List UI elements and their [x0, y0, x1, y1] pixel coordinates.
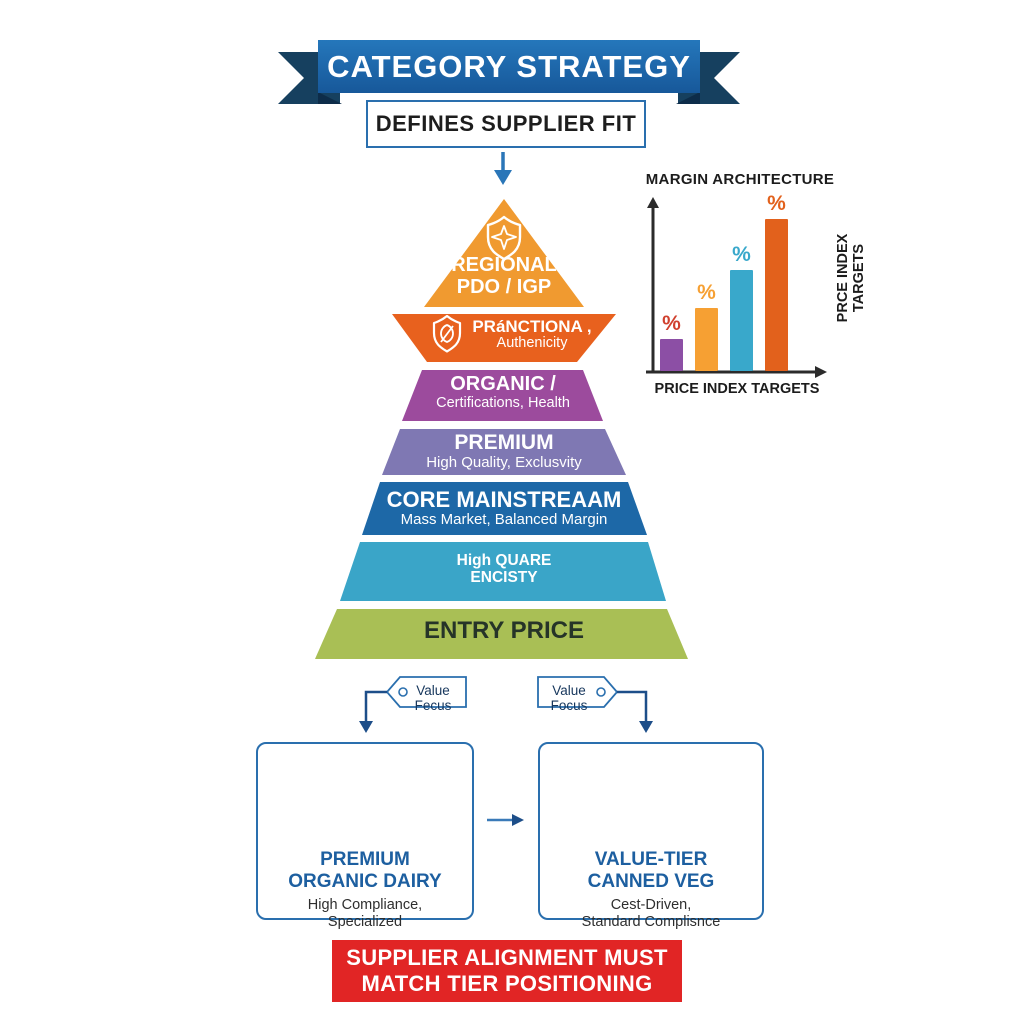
tier-high-quality: High QUARE ENCISTY	[384, 552, 624, 586]
chart-y-arrow	[647, 197, 659, 208]
value-tag-right-label: Value Focus	[550, 683, 588, 713]
tier-premium-subtitle: High Quality, Exclusvity	[426, 453, 582, 471]
bar-value-label: %	[732, 243, 751, 266]
tier-entry-title: ENTRY PRICE	[423, 617, 585, 644]
tier-shape-core	[362, 482, 647, 535]
card-left-text: PREMIUM ORGANIC DAIRY High Compliance, S…	[258, 849, 472, 931]
tier-shape-premium	[382, 429, 626, 475]
tier-core-title: CORE MAINSTREAAM	[386, 487, 622, 512]
tier-functional-title: PRáNCTIONA ,	[472, 317, 592, 336]
tier-entry: ENTRY PRICE	[384, 618, 624, 644]
tier-core-subtitle: Mass Market, Balanced Margin	[400, 510, 608, 528]
card-left-sub-line2: Specialized	[327, 914, 403, 931]
card-right-title-line2: CANNED VEG	[587, 870, 715, 892]
ribbon-fold-left	[318, 92, 342, 104]
bar-group: %	[695, 281, 718, 371]
value-tag-left-connector	[364, 690, 387, 724]
tier-shape-organic	[402, 370, 603, 421]
cards-arrow-head	[512, 814, 524, 826]
footer-banner: SUPPLIER ALIGNMENT MUST MATCH TIER POSIT…	[332, 940, 682, 1002]
tier-high-quality-subtitle: ENCISTY	[470, 568, 538, 586]
value-tag-left-hole	[398, 687, 408, 697]
chart-y-axis-label: PRCE INDEX TARGETS	[835, 233, 867, 323]
value-tag-right-hole	[596, 687, 606, 697]
card-value-tier-canned-veg: VALUE-TIER CANNED VEG Cest-Driven, Stand…	[538, 742, 764, 930]
bar-value-label: %	[697, 281, 716, 304]
value-tag-right-arrowhead	[639, 721, 653, 733]
bar-group: %	[765, 192, 788, 371]
tier-regional-title: REGIONAL	[451, 254, 557, 276]
bar-group: %	[660, 312, 683, 371]
bar	[730, 270, 753, 371]
chart-x-axis-label: PRICE INDEX TARGETS	[654, 381, 820, 397]
subtitle-box-label: DEFINES SUPPLIER FIT	[375, 111, 637, 136]
card-left-sub-line1: High Compliance,	[307, 896, 423, 913]
tier-regional: REGIONAL PDO / IGP	[424, 254, 584, 298]
value-tag-left	[385, 676, 467, 708]
bar	[660, 339, 683, 371]
tier-premium: PREMIUM High Quality, Exclusvity	[394, 431, 614, 471]
subtitle-box: DEFINES SUPPLIER FIT	[366, 100, 646, 148]
value-tag-right	[537, 676, 619, 708]
tier-shape-entry	[315, 609, 688, 659]
bar-value-label: %	[767, 192, 786, 215]
tier-functional-subtitle: Authenicity	[496, 335, 568, 352]
flow-arrow-head	[494, 170, 512, 185]
card-right-sub-line2: Standard Complisnce	[581, 914, 721, 931]
bar-group: %	[730, 243, 753, 371]
card-premium-organic-dairy: PREMIUM ORGANIC DAIRY High Compliance, S…	[256, 742, 474, 930]
card-left-title-line2: ORGANIC DAIRY	[288, 870, 442, 892]
ribbon-fold-right	[676, 92, 700, 104]
card-left-title-line1: PREMIUM	[320, 849, 410, 870]
card-right-text: VALUE-TIER CANNED VEG Cest-Driven, Stand…	[540, 849, 762, 931]
tier-premium-title: PREMIUM	[454, 431, 554, 454]
chart-x-arrow	[815, 366, 827, 378]
footer-line2: MATCH TIER POSITIONING	[361, 971, 653, 996]
tier-shape-regional	[424, 199, 584, 307]
card-right-title-line1: VALUE-TIER	[594, 849, 708, 870]
bar-value-label: %	[662, 312, 681, 335]
tier-organic-subtitle: Certifications, Health	[436, 394, 570, 411]
shield-leaf-icon	[432, 314, 462, 353]
tier-regional-subtitle: PDO / IGP	[456, 275, 552, 298]
card-right-sub-line1: Cest-Driven,	[610, 896, 692, 913]
value-tag-right-connector	[617, 690, 648, 724]
tier-organic: ORGANIC / Certifications, Health	[403, 373, 603, 411]
chart-title: MARGIN ARCHITECTURE	[645, 171, 835, 188]
value-tag-left-label: Value Fecus	[414, 683, 452, 713]
tier-organic-title: ORGANIC /	[450, 373, 556, 395]
bar	[695, 308, 718, 371]
shield-star-icon	[486, 215, 522, 261]
tier-shape-high-quality	[340, 542, 666, 601]
chart-bars: % % % %	[660, 192, 820, 371]
value-tag-left-arrowhead	[359, 721, 373, 733]
footer-line1: SUPPLIER ALIGNMENT MUST	[346, 945, 668, 971]
tier-core: CORE MAINSTREAAM Mass Market, Balanced M…	[374, 488, 634, 528]
bar	[765, 219, 788, 371]
tier-functional: PRáNCTIONA , Authenicity	[452, 317, 612, 352]
ribbon-band	[318, 40, 700, 93]
page-title: CATEGORY STRATEGY	[327, 48, 691, 84]
tier-high-quality-title: High QUARE	[456, 552, 552, 569]
